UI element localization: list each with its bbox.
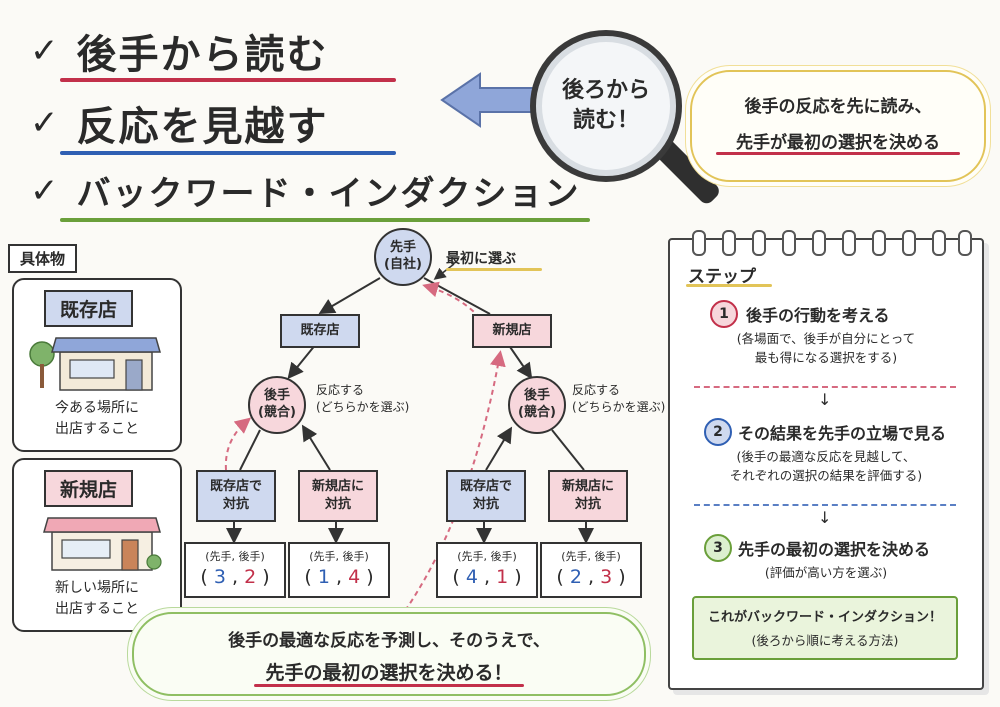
title-1-underline (60, 78, 396, 82)
steps-notebook: ステップ 1 後手の行動を考える (各場面で、後手が自分にとって 最も得になる選… (668, 230, 984, 690)
store-existing-icon (29, 337, 161, 391)
arrow-down-icon: ↓ (818, 508, 832, 527)
check-icon: ✓ (30, 31, 59, 71)
step-sub-3: (評価が高い方を選ぶ) (764, 565, 888, 580)
top-callout-line2: 先手が最初の選択を決める (736, 133, 940, 153)
payoff-box-1: (先手, 後手) ( 3 , 2 ) (184, 542, 286, 598)
top-callout: 後手の反応を先に読み、 先手が最初の選択を決める (690, 70, 986, 182)
steps-heading: ステップ (688, 267, 756, 287)
bottom-callout-line2: 先手の最初の選択を決める！ (265, 662, 513, 684)
leaf-existing-1: 既存店で 対抗 (196, 470, 276, 522)
top-callout-underline (716, 152, 960, 155)
magnifier-text: 後ろから 読む！ (561, 78, 650, 133)
ring-icon (752, 230, 766, 256)
leaf-new-1: 新規店に 対抗 (298, 470, 378, 522)
payoff-first: 2 (569, 566, 582, 588)
ring-icon (812, 230, 826, 256)
title-1: 後手から読む (76, 32, 329, 78)
title-2-underline (60, 151, 396, 155)
root-note-underline (446, 268, 542, 271)
example-desc-existing: 今ある場所に 出店すること (55, 400, 139, 437)
steps-heading-underline (686, 284, 772, 287)
step-title-1: 後手の行動を考える (746, 306, 890, 325)
title-3: バックワード・インダクション (76, 174, 581, 214)
ring-icon (872, 230, 886, 256)
follower-node-left: 後手 (競合) (248, 376, 306, 434)
example-label-new: 新規店 (44, 470, 134, 507)
payoff-box-3: (先手, 後手) ( 4 , 1 ) (436, 542, 538, 598)
ring-icon (722, 230, 736, 256)
root-node: 先手 (自社) (374, 228, 432, 286)
bottom-callout-line1: 後手の最適な反応を予測し、そのうえで、 (228, 631, 550, 651)
summary-line2: (後ろから順に考える方法) (751, 633, 899, 648)
payoff-box-4: (先手, 後手) ( 2 , 3 ) (540, 542, 642, 598)
payoff-header: (先手, 後手) (457, 550, 517, 563)
payoff-first: 3 (213, 566, 226, 588)
step-sub-2: (後手の最適な反応を見越して、 それぞれの選択の結果を評価する) (729, 449, 923, 483)
example-card-existing: 既存店 今ある場所に 出店すること (12, 278, 182, 452)
ring-icon (902, 230, 916, 256)
example-card-new: 新規店 新しい場所に 出店すること (12, 458, 182, 632)
ring-icon (842, 230, 856, 256)
payoff-second: 4 (348, 566, 361, 588)
follower-node-right: 後手 (競合) (508, 376, 566, 434)
payoff-values: ( 1 , 4 ) (304, 566, 374, 588)
step-divider-1 (694, 386, 956, 388)
payoff-second: 2 (244, 566, 257, 588)
title-row-3: ✓ バックワード・インダクション (30, 166, 581, 215)
payoff-values: ( 4 , 1 ) (452, 566, 522, 588)
branch-new: 新規店 (472, 314, 552, 348)
payoff-values: ( 3 , 2 ) (200, 566, 270, 588)
payoff-first: 1 (317, 566, 330, 588)
leaf-new-2: 新規店に 対抗 (548, 470, 628, 522)
example-desc-new: 新しい場所に 出店すること (55, 580, 139, 617)
summary-line1: これがバックワード・インダクション！ (707, 610, 942, 625)
follower-note-right: 反応する (どちらかを選ぶ) (572, 383, 666, 414)
check-icon: ✓ (30, 103, 59, 143)
title-2: 反応を見越す (76, 104, 329, 150)
follower-note-left: 反応する (どちらかを選ぶ) (316, 383, 410, 414)
payoff-header: (先手, 後手) (205, 550, 265, 563)
payoff-second: 1 (496, 566, 509, 588)
arrow-down-icon: ↓ (818, 390, 832, 409)
ring-icon (782, 230, 796, 256)
step-number-3: 3 (704, 534, 732, 562)
payoff-second: 3 (600, 566, 613, 588)
leaf-existing-2: 既存店で 対抗 (446, 470, 526, 522)
step-sub-1: (各場面で、後手が自分にとって 最も得になる選択をする) (736, 331, 916, 365)
payoff-box-2: (先手, 後手) ( 1 , 4 ) (288, 542, 390, 598)
payoff-values: ( 2 , 3 ) (556, 566, 626, 588)
step-number-2: 2 (704, 418, 732, 446)
examples-heading: 具体物 (8, 244, 78, 273)
step-divider-2 (694, 504, 956, 506)
payoff-header: (先手, 後手) (561, 550, 621, 563)
check-icon: ✓ (30, 170, 59, 211)
ring-icon (932, 230, 946, 256)
title-row-2: ✓ 反応を見越す (30, 94, 329, 152)
payoff-first: 4 (465, 566, 478, 588)
step-title-3: 先手の最初の選択を決める (738, 540, 931, 559)
title-row-1: ✓ 後手から読む (30, 22, 329, 80)
title-3-underline (60, 218, 590, 222)
step-number-1: 1 (710, 300, 738, 328)
magnifier-icon: 後ろから 読む！ (530, 30, 682, 182)
step-title-2: その結果を先手の立場で見る (738, 424, 947, 443)
top-callout-line1: 後手の反応を先に読み、 (744, 97, 932, 117)
branch-existing: 既存店 (280, 314, 360, 348)
root-note: 最初に選ぶ (446, 251, 516, 267)
store-new-icon (43, 517, 162, 571)
ring-icon (958, 230, 972, 256)
bottom-callout-underline (254, 684, 524, 687)
example-label-existing: 既存店 (44, 290, 134, 327)
payoff-header: (先手, 後手) (309, 550, 369, 563)
summary-box: これがバックワード・インダクション！ (後ろから順に考える方法) (692, 596, 958, 660)
bottom-callout: 後手の最適な反応を予測し、そのうえで、 先手の最初の選択を決める！ (132, 612, 646, 696)
ring-icon (692, 230, 706, 256)
